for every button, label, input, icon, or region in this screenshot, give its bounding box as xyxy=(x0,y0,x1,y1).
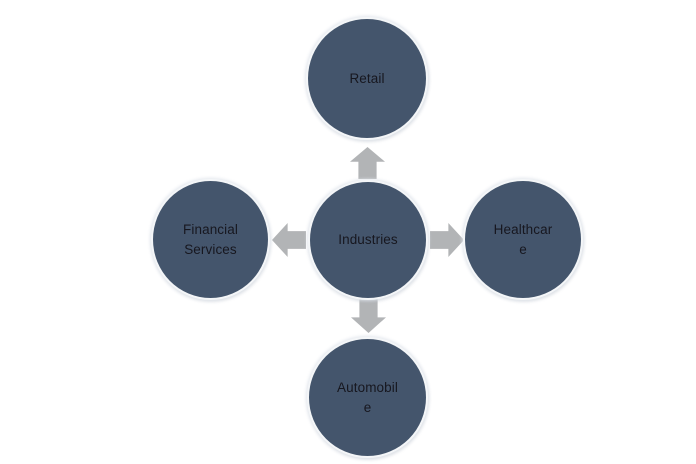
node-industries-label: Industries xyxy=(338,232,398,247)
node-retail-label: Retail xyxy=(349,70,385,86)
arrow-down-icon xyxy=(351,299,386,333)
node-financial-services[interactable]: Financial Services xyxy=(153,181,268,298)
arrow-right-icon xyxy=(430,223,464,257)
node-financial-services-label: Financial Services xyxy=(183,221,238,257)
node-automobile[interactable]: Automobil e xyxy=(309,339,426,456)
node-retail[interactable]: Retail xyxy=(308,19,426,138)
arrow-up-icon xyxy=(350,147,385,179)
arrow-left-icon xyxy=(272,223,306,257)
node-healthcare-label: Healthcar e xyxy=(493,221,553,257)
node-automobile-label: Automobil e xyxy=(337,379,398,415)
node-healthcare[interactable]: Healthcar e xyxy=(465,181,581,298)
node-industries[interactable]: Industries xyxy=(310,182,426,298)
